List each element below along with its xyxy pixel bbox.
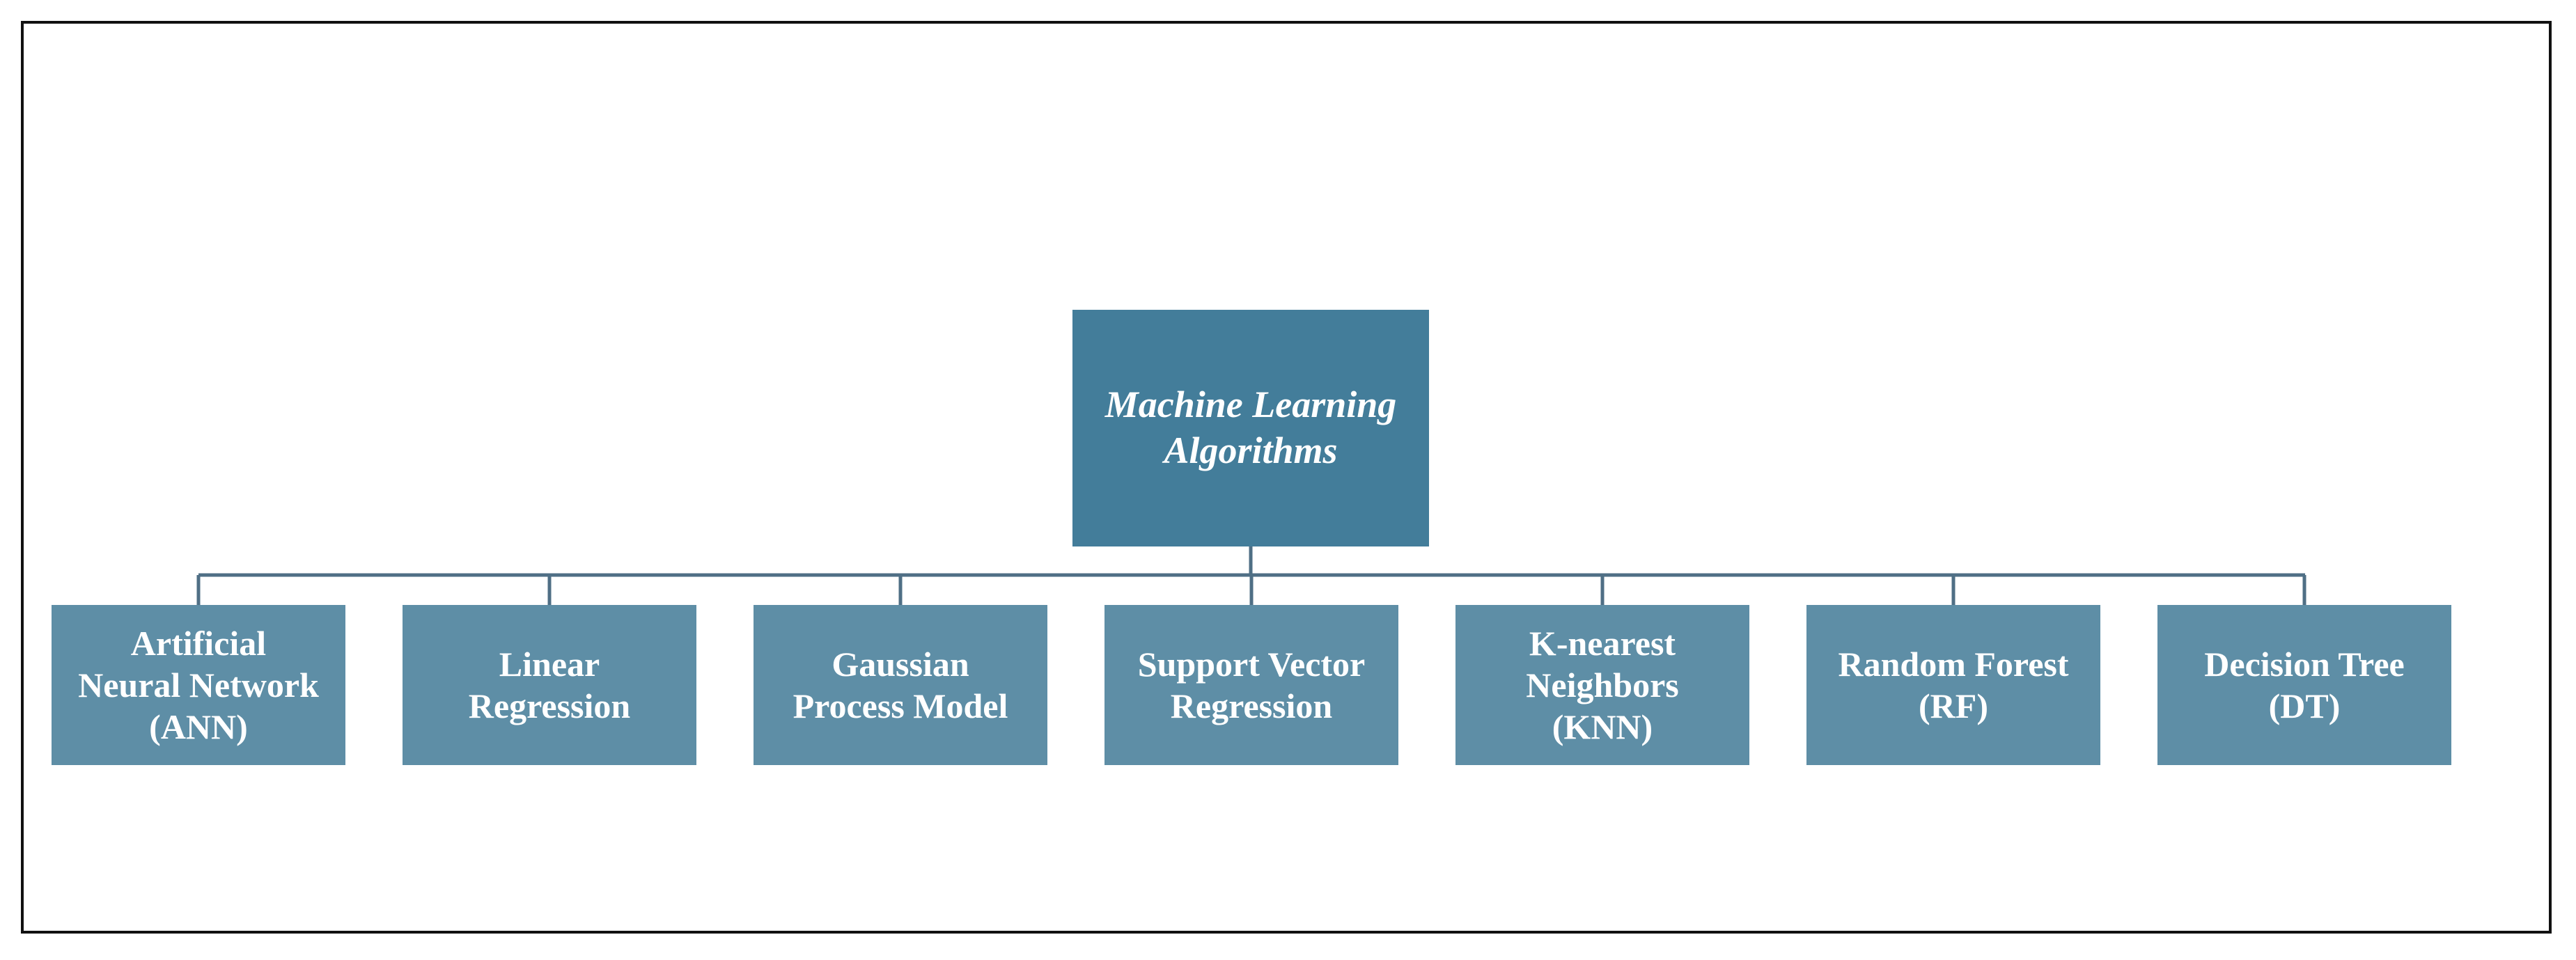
child-node-label-support-vector-regression: Support Vector Regression <box>1137 645 1366 725</box>
child-node-label-knn: K-nearest Neighbors (KNN) <box>1526 624 1679 746</box>
child-node-linear-regression: Linear Regression <box>403 605 696 765</box>
child-node-label-decision-tree: Decision Tree (DT) <box>2204 645 2405 725</box>
child-node-label-linear-regression: Linear Regression <box>468 645 631 725</box>
child-node-ann: Artificial Neural Network (ANN) <box>52 605 345 765</box>
root-node-machine-learning-algorithms: Machine Learning Algorithms <box>1072 310 1429 546</box>
child-node-random-forest: Random Forest (RF) <box>1806 605 2100 765</box>
child-node-gaussian-process-model: Gaussian Process Model <box>754 605 1047 765</box>
root-node-label: Machine Learning Algorithms <box>1104 384 1397 471</box>
child-node-support-vector-regression: Support Vector Regression <box>1104 605 1398 765</box>
child-node-label-random-forest: Random Forest (RF) <box>1838 645 2069 725</box>
child-node-decision-tree: Decision Tree (DT) <box>2157 605 2451 765</box>
child-node-label-ann: Artificial Neural Network (ANN) <box>78 624 319 746</box>
child-node-knn: K-nearest Neighbors (KNN) <box>1455 605 1749 765</box>
child-node-label-gaussian-process-model: Gaussian Process Model <box>793 645 1008 725</box>
